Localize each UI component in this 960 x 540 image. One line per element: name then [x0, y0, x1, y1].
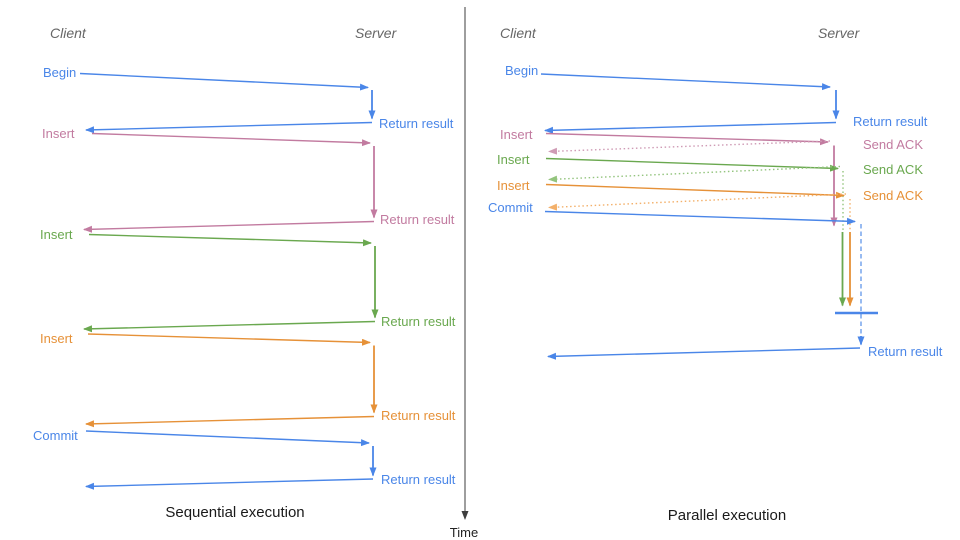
- seq-insert3-request-arrow: [87, 333, 371, 346]
- seq-insert2-return-arrow: [83, 320, 376, 333]
- seq-begin-request-arrow: [79, 72, 369, 91]
- par-insert1-request-arrow: [545, 132, 829, 146]
- par-begin-response-label: Return result: [853, 114, 928, 129]
- par-insert1-ack-arrow: [548, 140, 831, 155]
- sequential-client-lifeline-label: Client: [50, 25, 87, 41]
- time-axis-label: Time: [450, 525, 478, 540]
- par-insert3-ack-arrow: [548, 193, 847, 211]
- seq-insert2-label: Insert: [40, 227, 73, 242]
- par-commit-response-label: Return result: [868, 344, 943, 359]
- seq-insert1-response-label: Return result: [380, 212, 455, 227]
- seq-commit-return-arrow: [85, 478, 374, 490]
- par-insert2-label: Insert: [497, 152, 530, 167]
- parallel-panel: Client Server Begin Return result Insert…: [488, 25, 943, 524]
- seq-begin-response-label: Return result: [379, 116, 454, 131]
- seq-begin-return-arrow: [85, 121, 373, 134]
- par-commit-label: Commit: [488, 200, 533, 215]
- par-insert2-request-arrow: [545, 157, 839, 172]
- seq-insert3-return-arrow: [85, 415, 375, 428]
- par-commit-request-arrow: [544, 210, 856, 225]
- par-insert2-ack-arrow: [548, 165, 841, 183]
- seq-insert1-return-arrow: [83, 220, 375, 233]
- parallel-server-lifeline-label: Server: [818, 25, 861, 41]
- sequential-title: Sequential execution: [165, 504, 304, 521]
- seq-insert2-response-label: Return result: [381, 314, 456, 329]
- par-insert3-label: Insert: [497, 178, 530, 193]
- par-insert3-ack-label: Send ACK: [863, 188, 923, 203]
- par-commit-return-arrow: [547, 347, 861, 360]
- parallel-title: Parallel execution: [668, 507, 786, 524]
- seq-insert1-request-arrow: [91, 132, 371, 147]
- par-insert1-ack-label: Send ACK: [863, 137, 923, 152]
- par-begin-request-arrow: [540, 73, 831, 91]
- seq-insert3-response-label: Return result: [381, 408, 456, 423]
- time-axis: Time: [450, 7, 478, 540]
- par-insert3-request-arrow: [545, 183, 845, 199]
- sequential-panel: Client Server Begin Return result Insert…: [33, 25, 456, 521]
- sequential-server-lifeline-label: Server: [355, 25, 398, 41]
- par-insert1-label: Insert: [500, 127, 533, 142]
- seq-commit-request-arrow: [85, 430, 370, 447]
- par-insert2-ack-label: Send ACK: [863, 162, 923, 177]
- par-begin-return-arrow: [544, 121, 837, 134]
- parallel-client-lifeline-label: Client: [500, 25, 537, 41]
- seq-insert3-label: Insert: [40, 331, 73, 346]
- seq-insert1-label: Insert: [42, 126, 75, 141]
- seq-commit-label: Commit: [33, 428, 78, 443]
- seq-insert2-request-arrow: [88, 233, 372, 247]
- seq-begin-label: Begin: [43, 65, 76, 80]
- par-begin-label: Begin: [505, 63, 538, 78]
- seq-commit-response-label: Return result: [381, 472, 456, 487]
